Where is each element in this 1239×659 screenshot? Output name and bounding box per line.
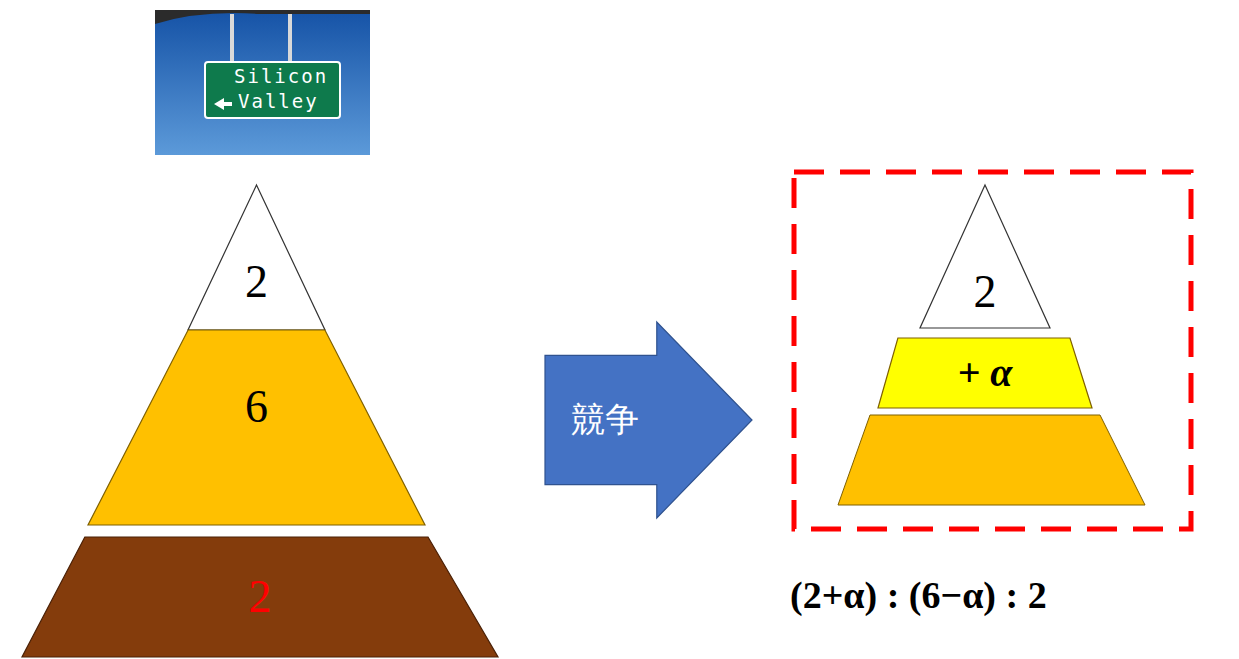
node-label: 2 [249, 572, 272, 623]
sign-arrow [214, 98, 232, 110]
node-label: 競争 [571, 401, 639, 438]
node-label: + α [958, 351, 1013, 395]
dashed-group-box [794, 172, 1191, 529]
pyramid-top-shape [188, 185, 325, 330]
sign-text: Valley [238, 91, 319, 112]
text-holder: 競争 [571, 401, 639, 438]
text-holder: + α [958, 351, 1013, 395]
pyramid-middle-shape [88, 330, 425, 525]
node-label: 2 [974, 267, 997, 318]
overhead-bar [155, 10, 370, 24]
node-label: 2 [245, 257, 268, 308]
text-holder: 2 [245, 257, 268, 308]
block-arrow-shape [545, 322, 752, 518]
pyramid-top: 2 [920, 185, 1050, 328]
node-label: 6 [245, 382, 268, 433]
pyramid-bottom: 2 [22, 537, 498, 657]
text-holder: 2 [974, 267, 997, 318]
sky-photo [155, 10, 370, 155]
pyramid-band [838, 415, 1145, 505]
sign-text: Silicon [234, 66, 328, 87]
pyramid-top-shape [920, 185, 1050, 328]
sign-hanger [230, 14, 234, 64]
silicon-valley-photo [155, 10, 370, 155]
text-holder: 6 [245, 382, 268, 433]
text-holder: 2 [249, 572, 272, 623]
sign-hanger [288, 14, 292, 64]
ratio-formula: (2+α) : (6−α) : 2 [790, 575, 1047, 617]
pyramid-band: + α [878, 338, 1092, 408]
road-sign [205, 62, 340, 118]
pyramid-band-shape [878, 338, 1092, 408]
pyramid-bottom-shape [22, 537, 498, 657]
pyramid-top: 2 [188, 185, 325, 330]
pyramid-middle: 6 [88, 330, 425, 525]
block-arrow: 競争 [545, 322, 752, 518]
